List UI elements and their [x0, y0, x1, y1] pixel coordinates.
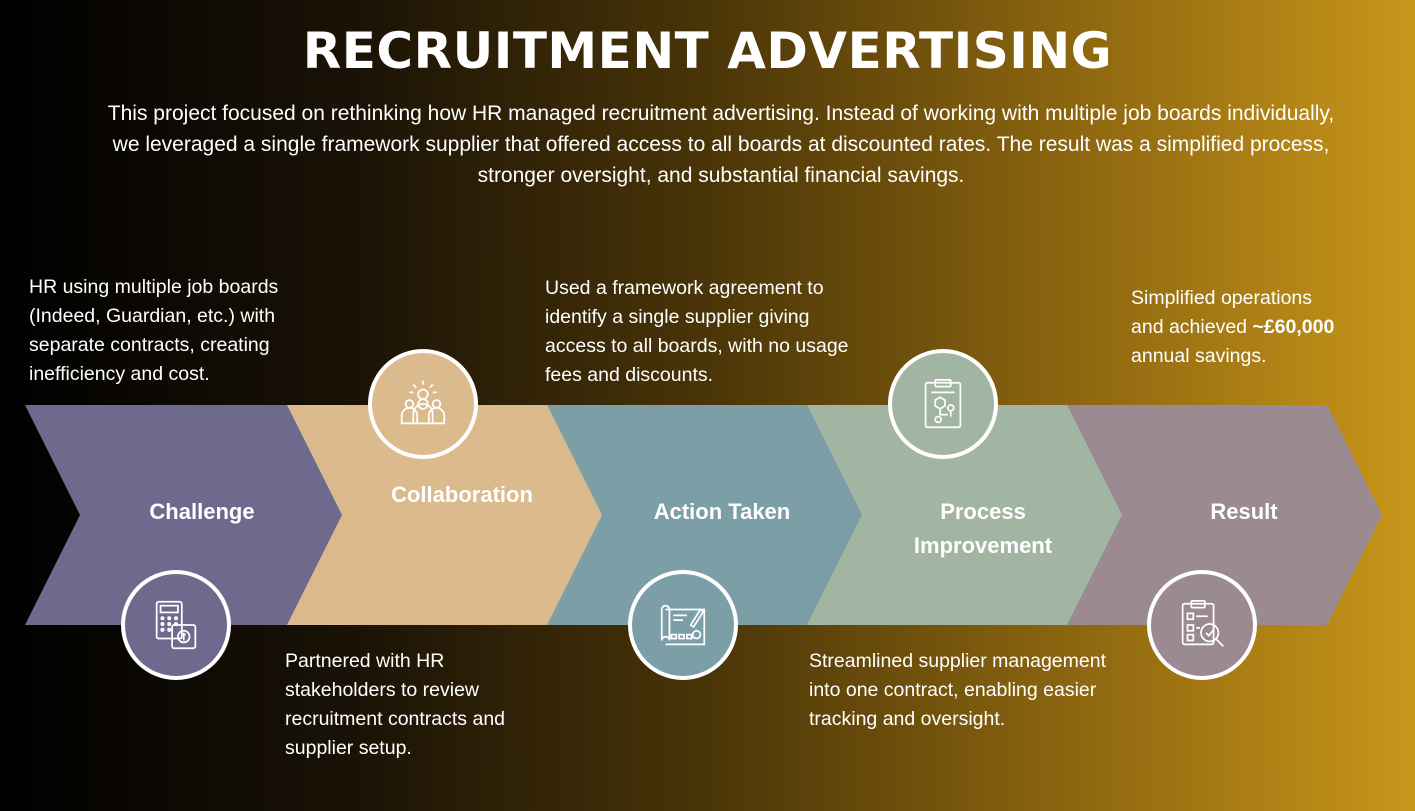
intro-paragraph: This project focused on rethinking how H… — [107, 102, 1335, 187]
stage-label-action-taken: Action Taken — [653, 499, 791, 524]
stage-label-collaboration: Collaboration — [391, 482, 533, 507]
chevron-action-taken — [545, 405, 862, 625]
desc-process-improvement: Streamlined supplier management into one… — [809, 650, 1106, 730]
desc-result-prefix: Simplified operations and achieved — [1131, 287, 1313, 338]
team-idea-icon — [368, 349, 478, 459]
page-title: RECRUITMENT ADVERTISING — [302, 22, 1113, 80]
clipboard-workflow-icon — [888, 349, 998, 459]
savings-highlight: ~£60,000 — [1252, 316, 1335, 338]
desc-result: Simplified operations and achieved ~£60,… — [1131, 284, 1346, 371]
desc-challenge: HR using multiple job boards (Indeed, Gu… — [29, 276, 279, 385]
stage-label-result: Result — [1210, 499, 1278, 524]
chevron-result — [1065, 405, 1382, 625]
chevron-process-improvement — [805, 405, 1122, 625]
stage-label-challenge: Challenge — [149, 499, 255, 524]
desc-action-taken: Used a framework agreement to identify a… — [545, 277, 849, 386]
chevron-challenge — [25, 405, 342, 625]
desc-collaboration: Partnered with HR stakeholders to review… — [285, 650, 506, 759]
stage-label-process-improvement: Process Improvement — [913, 499, 1053, 558]
calculator-money-icon — [121, 570, 231, 680]
chevron-collaboration — [285, 405, 602, 625]
blueprint-plan-icon — [628, 570, 738, 680]
desc-result-suffix: annual savings. — [1131, 345, 1267, 367]
clipboard-search-icon — [1147, 570, 1257, 680]
